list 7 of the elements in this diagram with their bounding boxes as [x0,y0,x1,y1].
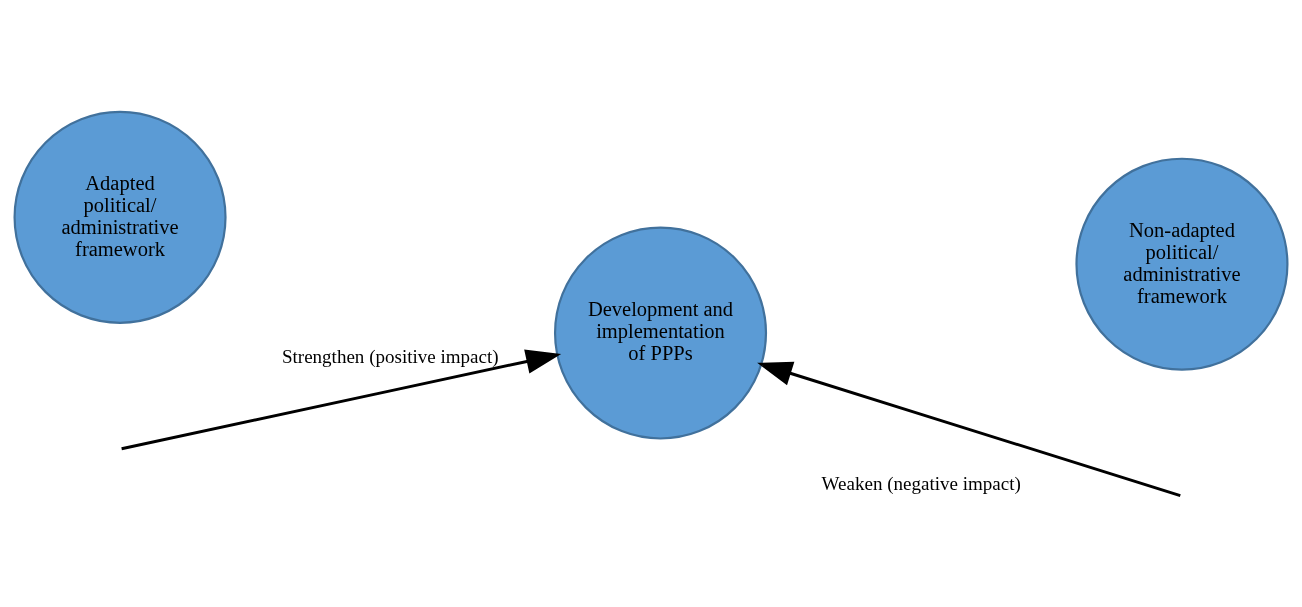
arrow [757,361,1181,497]
node-circle: Non-adapted political/ administrative framework [1075,157,1289,371]
edge-label: Strengthen (positive impact) [281,345,499,367]
edge-label: Weaken (negative impact) [821,472,1021,494]
node-circle: Adapted political/ administrative framework [13,110,227,324]
node-circle: Development and implementation of PPPs [553,225,768,440]
arrow [121,348,562,450]
